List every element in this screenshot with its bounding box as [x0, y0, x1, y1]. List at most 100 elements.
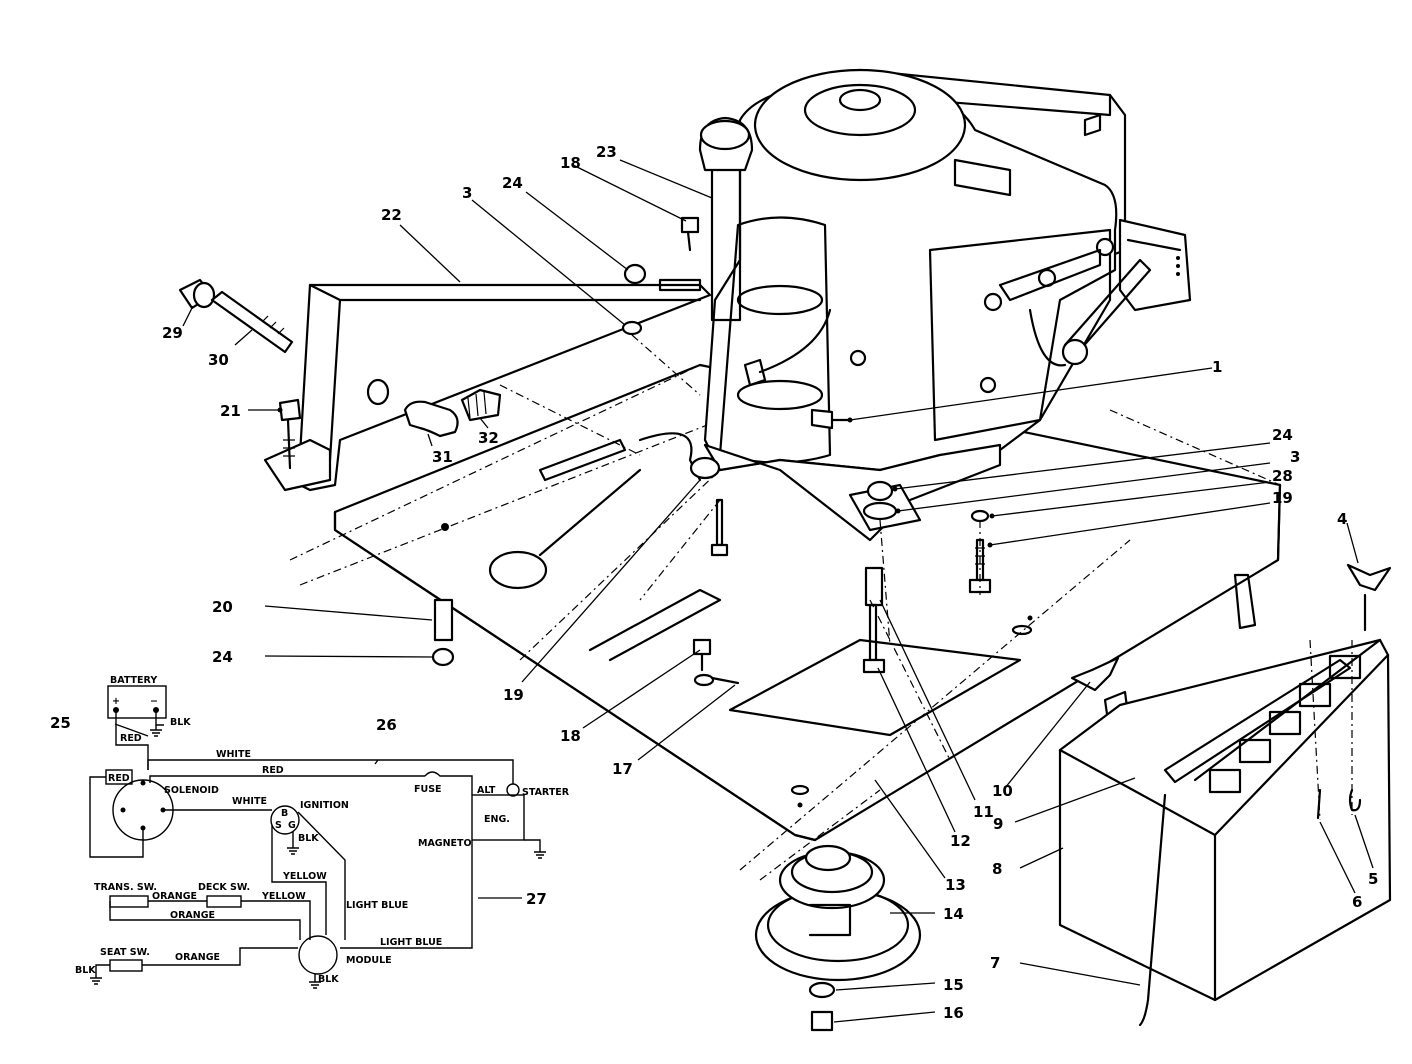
battery-red: RED	[120, 733, 142, 744]
wire-orange-c: ORANGE	[175, 952, 220, 963]
ignition-b: B	[281, 808, 288, 819]
part-3-washer-right	[862, 501, 898, 521]
part-16-bolt	[810, 1010, 834, 1032]
ignition-blk: BLK	[298, 833, 319, 844]
callout-22: 22	[381, 206, 402, 224]
engine-label: ENG.	[484, 814, 510, 825]
callout-29: 29	[162, 324, 183, 342]
wire-orange-a: ORANGE	[152, 891, 197, 902]
alt-label: ALT	[477, 785, 496, 796]
part-15-washer	[808, 981, 836, 999]
part-14-pulley	[754, 844, 922, 982]
callout-17: 17	[612, 760, 633, 778]
module	[298, 935, 338, 975]
callout-5: 5	[1368, 870, 1378, 888]
battery-plus: +	[112, 696, 120, 707]
callout-16: 16	[943, 1004, 964, 1022]
callout-9: 9	[993, 815, 1003, 833]
part-20-spacer	[433, 598, 454, 642]
callout-28: 28	[1272, 467, 1293, 485]
part-24-nut-right	[866, 480, 894, 502]
wiring-schematic: BATTERY + − BLK RED SOLENOID RED WHITE R…	[75, 675, 570, 989]
callout-30: 30	[208, 351, 229, 369]
wire-lightblue-b: LIGHT BLUE	[380, 937, 442, 948]
wire-red-top: RED	[262, 765, 284, 776]
callout-7: 7	[990, 954, 1000, 972]
wire-yellow-b: YELLOW	[261, 891, 306, 902]
callout-labels: 1 24 3 28 19 4 5 6 7 8 9 10 11 12 13 14 …	[50, 143, 1378, 1022]
module-label: MODULE	[346, 955, 392, 966]
battery-label: BATTERY	[110, 675, 157, 686]
magneto-label: MAGNETO	[418, 838, 472, 849]
callout-11: 11	[973, 803, 994, 821]
part-19-bolt-left	[710, 498, 729, 557]
battery-minus: −	[150, 696, 158, 707]
callout-18-lower: 18	[560, 727, 581, 745]
part-18-bolt-top	[680, 216, 700, 252]
callout-4: 4	[1337, 510, 1347, 528]
wire-white-solenoid: WHITE	[232, 796, 267, 807]
part-29-nut	[178, 278, 216, 310]
part-24-nut-top	[623, 263, 647, 285]
starter-label: STARTER	[522, 787, 570, 798]
callout-1: 1	[1212, 358, 1222, 376]
part-32-fitting	[460, 388, 502, 422]
part-10-wingnut	[1070, 656, 1120, 692]
part-18-bolt-lower	[692, 638, 712, 672]
engine-box	[471, 794, 525, 841]
bracket-22	[263, 278, 712, 492]
part-8-battery	[1058, 573, 1392, 1002]
callout-3-top: 3	[462, 184, 472, 202]
ignition-switch	[270, 805, 300, 835]
part-31-elbow	[403, 400, 459, 438]
callout-21: 21	[220, 402, 241, 420]
seat-sw-label: SEAT SW.	[100, 947, 150, 958]
solenoid-red: RED	[108, 773, 130, 784]
callout-19-right: 19	[1272, 489, 1293, 507]
part-30-stud	[210, 290, 294, 354]
ignition-label: IGNITION	[300, 800, 349, 811]
callout-6: 6	[1352, 893, 1362, 911]
callout-32: 32	[478, 429, 499, 447]
battery-blk: BLK	[170, 717, 191, 728]
part-3-washer-top	[621, 320, 643, 336]
solenoid-label: SOLENOID	[164, 785, 219, 796]
callout-12: 12	[950, 832, 971, 850]
callout-leaders	[114, 159, 1374, 1023]
callout-3-right: 3	[1290, 448, 1300, 466]
callout-19-left: 19	[503, 686, 524, 704]
battery-box	[107, 685, 167, 719]
trans-sw-label: TRANS. SW.	[94, 882, 157, 893]
ignition-s: S	[275, 820, 282, 831]
callout-13: 13	[945, 876, 966, 894]
callout-8: 8	[992, 860, 1002, 878]
callout-18-top: 18	[560, 154, 581, 172]
part-17-cable	[693, 673, 740, 687]
module-blk: BLK	[318, 974, 339, 985]
part-21-bolt	[278, 398, 302, 470]
callout-27: 27	[526, 890, 547, 908]
assembly-lines	[499, 334, 1353, 881]
wire-orange-b: ORANGE	[170, 910, 215, 921]
callout-23: 23	[596, 143, 617, 161]
wire-white-top: WHITE	[216, 749, 251, 760]
callout-24-top: 24	[502, 174, 523, 192]
part-24-nut-lower	[431, 647, 455, 667]
wire-lightblue-a: LIGHT BLUE	[346, 900, 408, 911]
part-7-rod	[1138, 793, 1167, 1027]
callout-20: 20	[212, 598, 233, 616]
ignition-g: G	[288, 820, 296, 831]
callout-24-right: 24	[1272, 426, 1293, 444]
callout-25: 25	[50, 714, 71, 732]
part-4-wingnut	[1346, 563, 1392, 592]
callout-10: 10	[992, 782, 1013, 800]
engine	[689, 68, 1192, 542]
deck-sw-label: DECK SW.	[198, 882, 250, 893]
callout-31: 31	[432, 448, 453, 466]
callout-24-lower: 24	[212, 648, 233, 666]
callout-26: 26	[376, 716, 397, 734]
callout-15: 15	[943, 976, 964, 994]
seat-blk: BLK	[75, 965, 96, 976]
